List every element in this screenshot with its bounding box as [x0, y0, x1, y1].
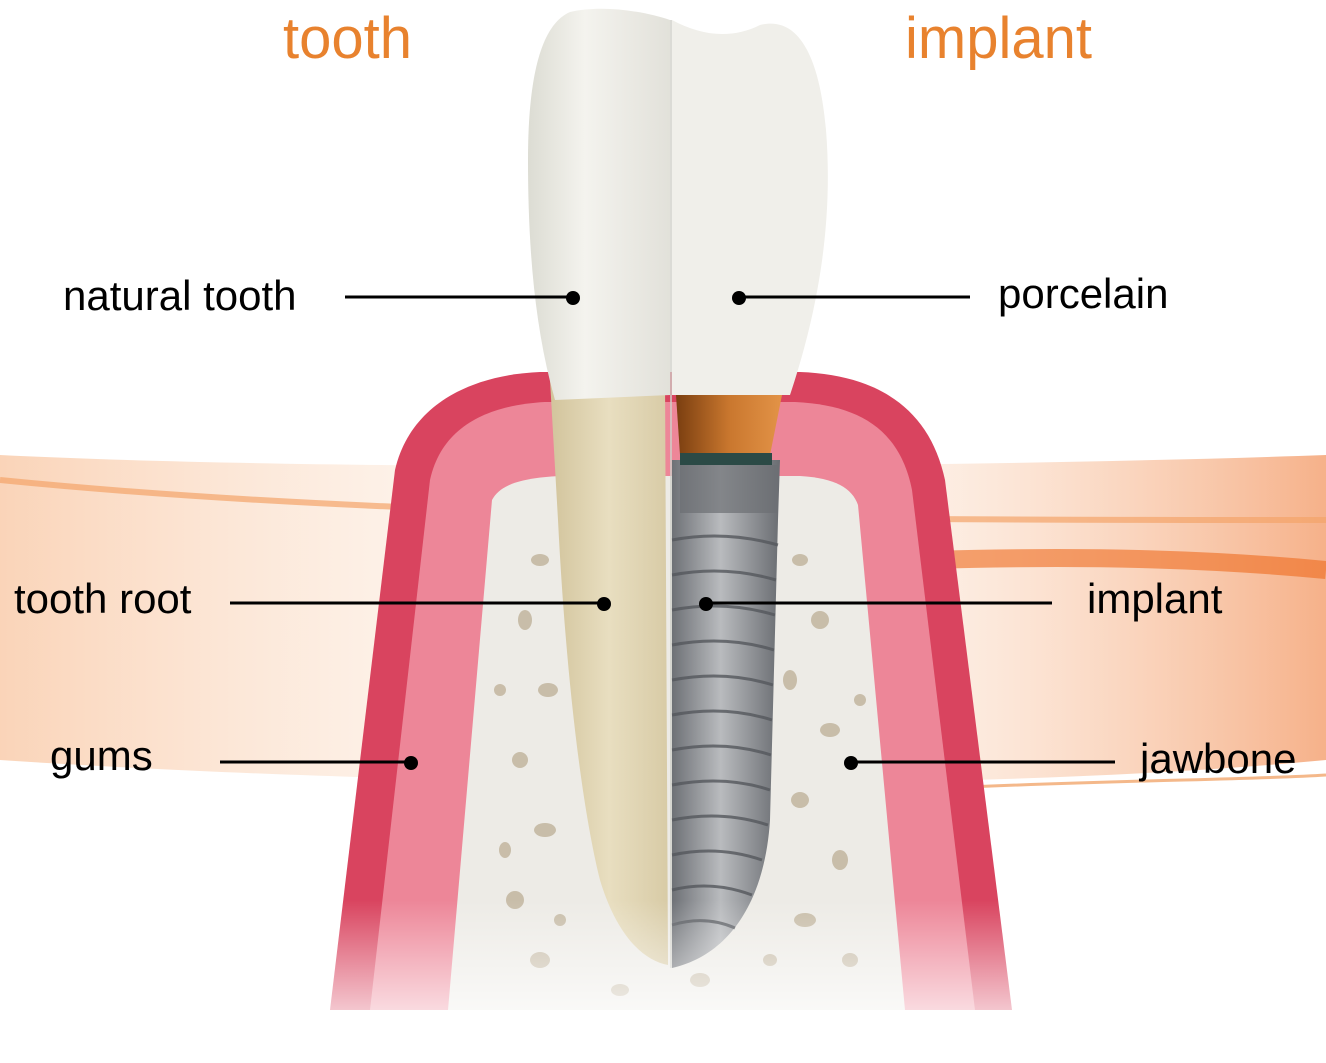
dot-porcelain: [732, 291, 746, 305]
label-natural-tooth: natural tooth: [63, 275, 297, 317]
heading-implant: implant: [905, 10, 1092, 68]
dot-tooth-root: [597, 597, 611, 611]
natural-tooth-crown: [528, 9, 670, 400]
heading-tooth: tooth: [283, 10, 412, 68]
label-implant: implant: [1087, 578, 1222, 620]
porcelain-crown: [672, 20, 828, 395]
abutment-collar: [680, 453, 772, 465]
dot-implant: [699, 597, 713, 611]
label-porcelain: porcelain: [998, 273, 1168, 315]
dot-natural-tooth: [566, 291, 580, 305]
label-gums: gums: [50, 735, 153, 777]
label-tooth-root: tooth root: [14, 578, 191, 620]
dot-gums: [404, 756, 418, 770]
dot-jawbone: [844, 756, 858, 770]
label-jawbone: jawbone: [1140, 738, 1296, 780]
bottom-fade: [300, 900, 1060, 1058]
abutment: [676, 395, 782, 455]
